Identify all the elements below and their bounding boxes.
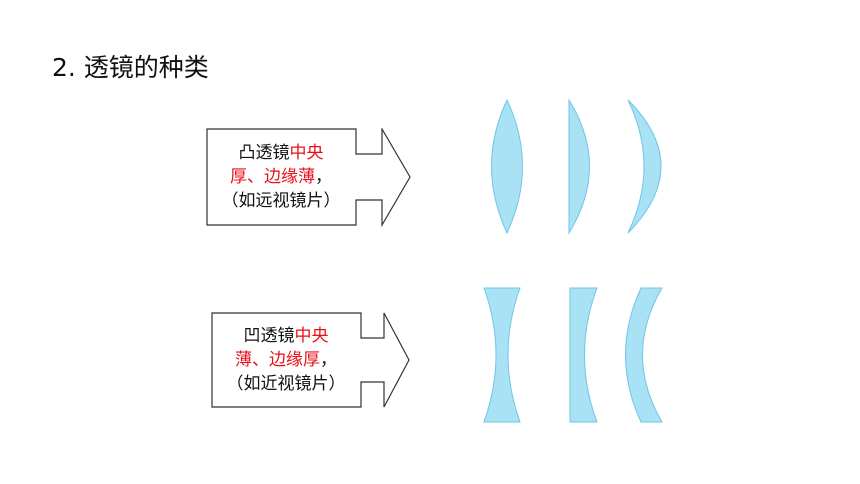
plano-concave-lens — [569, 287, 598, 423]
page-title: 2. 透镜的种类 — [52, 53, 209, 82]
convex-arrow-shape — [206, 128, 411, 228]
concave-arrow-shape — [211, 312, 410, 408]
concave-callout-text: 凹透镜中央 薄、边缘厚， （如近视镜片） — [211, 312, 361, 408]
concave-line-2: 薄、边缘厚， — [235, 350, 337, 370]
convex-callout-text: 凸透镜中央 厚、边缘薄， （如远视镜片） — [206, 128, 356, 226]
convex-line-1: 凸透镜中央 — [238, 143, 324, 163]
concave-line-3: （如近视镜片） — [226, 374, 346, 394]
plano-convex-lens — [568, 98, 590, 235]
convex-meniscus-lens — [627, 99, 662, 234]
concave-meniscus-lens — [625, 287, 663, 423]
convex-line-2: 厚、边缘薄， — [230, 167, 332, 187]
biconcave-lens — [483, 287, 521, 423]
convex-line-3: （如远视镜片） — [221, 191, 341, 211]
concave-line-1: 凹透镜中央 — [243, 326, 329, 346]
concave-lens-callout: 凹透镜中央 薄、边缘厚， （如近视镜片） — [211, 312, 416, 410]
convex-lens-callout: 凸透镜中央 厚、边缘薄， （如远视镜片） — [206, 128, 411, 228]
biconvex-lens — [491, 98, 523, 235]
